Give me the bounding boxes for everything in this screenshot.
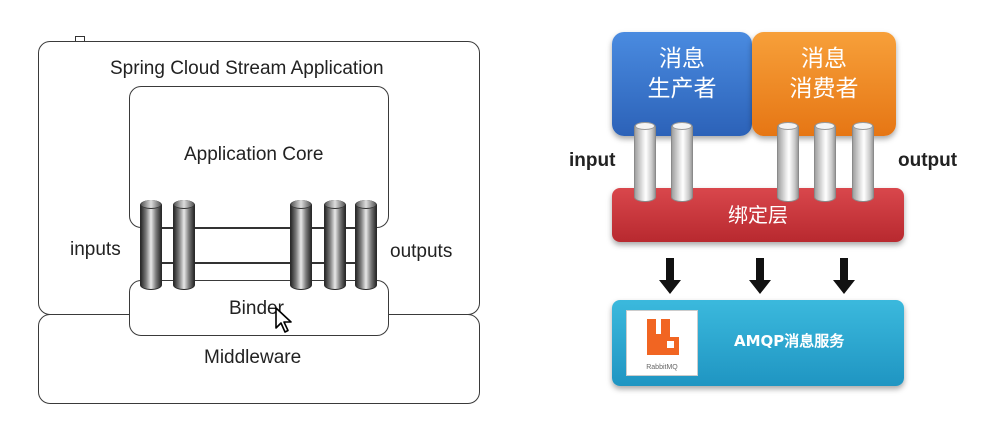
consumer-label: 消息 消费者 — [789, 46, 859, 102]
inputs-label: inputs — [70, 239, 121, 260]
down-arrow-icon — [833, 258, 855, 294]
down-arrow-icon — [749, 258, 771, 294]
input-channel-cylinder — [671, 122, 693, 202]
down-arrow-icon — [659, 258, 681, 294]
input-channel-cylinder — [173, 200, 195, 290]
output-channel-cylinder — [290, 200, 312, 290]
output-channel-cylinder — [814, 122, 836, 202]
application-core-label: Application Core — [184, 144, 324, 165]
input-channel-cylinder — [634, 122, 656, 202]
channel-top-line — [160, 227, 360, 229]
rabbitmq-logo-text: RabbitMQ — [646, 364, 678, 371]
output-channel-cylinder — [355, 200, 377, 290]
outputs-label: outputs — [390, 241, 453, 262]
channel-bottom-line — [160, 262, 360, 264]
output-channel-cylinder — [852, 122, 874, 202]
consumer-block: 消息 消费者 — [752, 32, 896, 136]
amqp-service-label: AMQP消息服务 — [734, 332, 845, 350]
mouse-cursor-icon — [275, 307, 292, 333]
rabbitmq-logo: RabbitMQ — [626, 310, 698, 376]
producer-block: 消息 生产者 — [612, 32, 752, 136]
producer-label: 消息 生产者 — [647, 46, 717, 102]
application-title: Spring Cloud Stream Application — [110, 58, 384, 79]
middleware-label: Middleware — [204, 347, 302, 368]
input-channel-cylinder — [140, 200, 162, 290]
output-label: output — [898, 150, 958, 171]
binding-layer-label: 绑定层 — [728, 203, 788, 227]
binder-box — [129, 280, 389, 336]
rabbitmq-logo-icon — [647, 319, 679, 355]
binder-label: Binder — [229, 298, 284, 319]
output-channel-cylinder — [777, 122, 799, 202]
output-channel-cylinder — [324, 200, 346, 290]
input-label: input — [569, 150, 616, 171]
